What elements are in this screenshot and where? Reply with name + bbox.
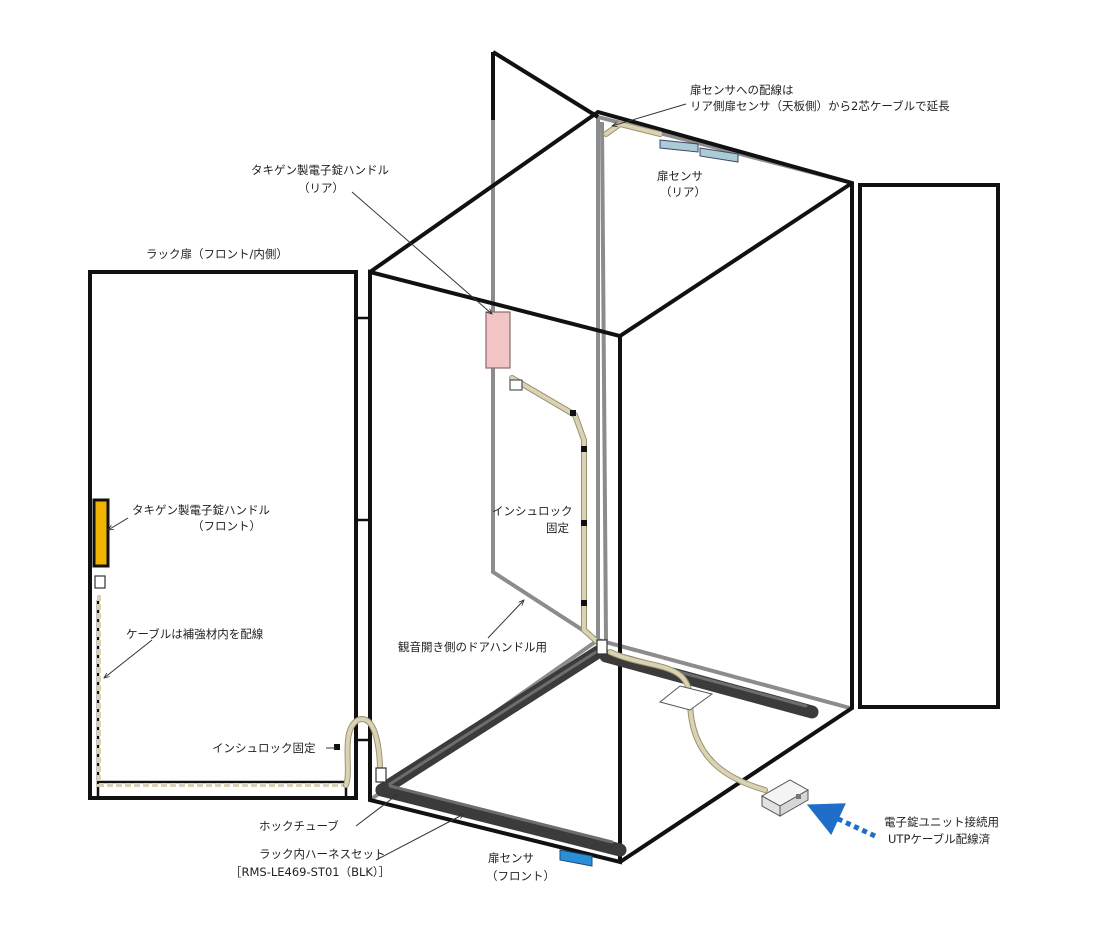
- side-door-right: [858, 183, 1000, 709]
- handle-rear-icon: [485, 311, 511, 369]
- connector-front: [94, 575, 106, 589]
- leader-lines: [104, 103, 687, 861]
- rack-harness: [375, 645, 819, 857]
- door-sensor-rear-icon-2: [699, 147, 739, 163]
- label-handle-front-2: （フロント）: [192, 519, 261, 533]
- cables: [97, 121, 768, 793]
- label-harness-2: ［RMS-LE469-ST01（BLK）］: [230, 865, 390, 879]
- label-door-sensor-rear-2: （リア）: [660, 185, 706, 199]
- label-utp-1: 電子錠ユニット接続用: [884, 815, 999, 829]
- label-utp-2: UTPケーブル配線済: [888, 832, 991, 846]
- label-hock-tube: ホックチューブ: [259, 819, 339, 833]
- label-door-sensor-front-1: 扉センサ: [488, 851, 534, 865]
- label-door-handle-for: 観音開き側のドアハンドル用: [398, 640, 547, 654]
- door-sensor-rear-icon: [659, 139, 699, 153]
- junction-connector: [596, 639, 608, 655]
- floor-plate: [658, 685, 714, 711]
- label-rack-door: ラック扉（フロント/内側）: [146, 247, 288, 261]
- label-door-sensor-rear-1: 扉センサ: [657, 169, 703, 183]
- rear-door-open: [491, 50, 600, 642]
- label-insulock-2: 固定: [546, 521, 569, 535]
- rack-body: [368, 109, 854, 865]
- label-handle-front-1: タキゲン製電子錠ハンドル: [132, 503, 270, 517]
- label-insulock-1: インシュロック: [492, 504, 573, 518]
- label-handle-rear-1: タキゲン製電子錠ハンドル: [251, 163, 389, 177]
- label-insulock-left: インシュロック固定: [212, 741, 316, 755]
- label-cable-reinforcement: ケーブルは補強材内を配線: [126, 627, 264, 641]
- handle-front-icon: [92, 498, 110, 568]
- insulock-ties: [334, 410, 587, 750]
- lock-unit-box: [760, 779, 810, 817]
- label-sensor-wiring-1: 扉センサへの配線は: [690, 83, 794, 97]
- label-door-sensor-front-2: （フロント）: [486, 869, 555, 883]
- label-handle-rear-2: （リア）: [298, 181, 344, 195]
- front-door: [88, 270, 370, 800]
- label-harness-1: ラック内ハーネスセット: [259, 847, 386, 861]
- connector-rear: [509, 379, 523, 391]
- hock-tube-connector: [375, 767, 387, 783]
- utp-arrow: [806, 803, 877, 839]
- door-sensor-front-icon: [559, 849, 593, 867]
- label-sensor-wiring-2: リア側扉センサ（天板側）から2芯ケーブルで延長: [690, 99, 950, 113]
